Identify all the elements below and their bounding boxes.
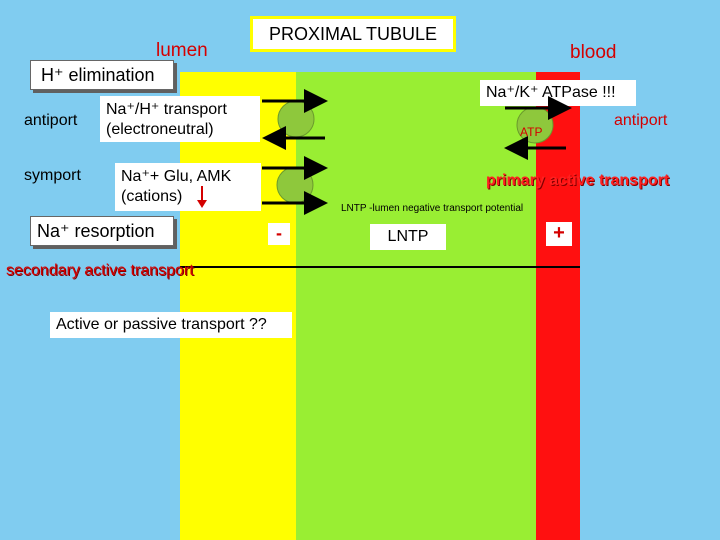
primary-active-label: primary active transport [486, 172, 670, 189]
lntp-box: LNTP [370, 224, 446, 250]
na-h-transport-line1: Na⁺/H⁺ transport [106, 101, 227, 118]
symporter-circle [276, 166, 314, 204]
na-glu-box: Na⁺+ Glu, AMK (cations) [115, 163, 261, 211]
secondary-active-label: secondary active transport [6, 262, 194, 279]
blood-zone [536, 72, 580, 540]
na-glu-line2: (cations) [121, 188, 183, 205]
antiport-right-label: antiport [614, 112, 668, 129]
cell-zone [296, 72, 536, 540]
na-h-transport-line2: (electroneutral) [106, 121, 214, 138]
na-k-atpase-box: Na⁺/K⁺ ATPase !!! [480, 80, 636, 106]
na-resorption-box: Na⁺ resorption [30, 216, 174, 246]
na-resorption-label: Na⁺ resorption [37, 221, 155, 241]
red-down-arrowhead [197, 200, 207, 208]
horizontal-divider [180, 266, 580, 268]
symport-label: symport [24, 167, 81, 184]
lntp-note-label: LNTP -lumen negative transport potential [341, 203, 524, 214]
minus-sign-box: - [268, 223, 290, 245]
plus-sign-box: + [546, 222, 572, 246]
na-glu-line1: Na⁺+ Glu, AMK [121, 168, 232, 185]
lumen-zone [180, 72, 296, 540]
h-elimination-box: H⁺ elimination [30, 60, 174, 90]
page-title: PROXIMAL TUBULE [250, 16, 456, 52]
h-elimination-label: H⁺ elimination [41, 65, 155, 85]
active-passive-box: Active or passive transport ?? [50, 312, 292, 338]
antiport-left-label: antiport [24, 112, 78, 129]
na-h-transport-box: Na⁺/H⁺ transport (electroneutral) [100, 96, 260, 142]
blood-label: blood [570, 42, 617, 63]
atp-label: ATP [520, 125, 543, 139]
lumen-label: lumen [156, 40, 208, 61]
na-h-antiporter-circle [277, 100, 315, 138]
